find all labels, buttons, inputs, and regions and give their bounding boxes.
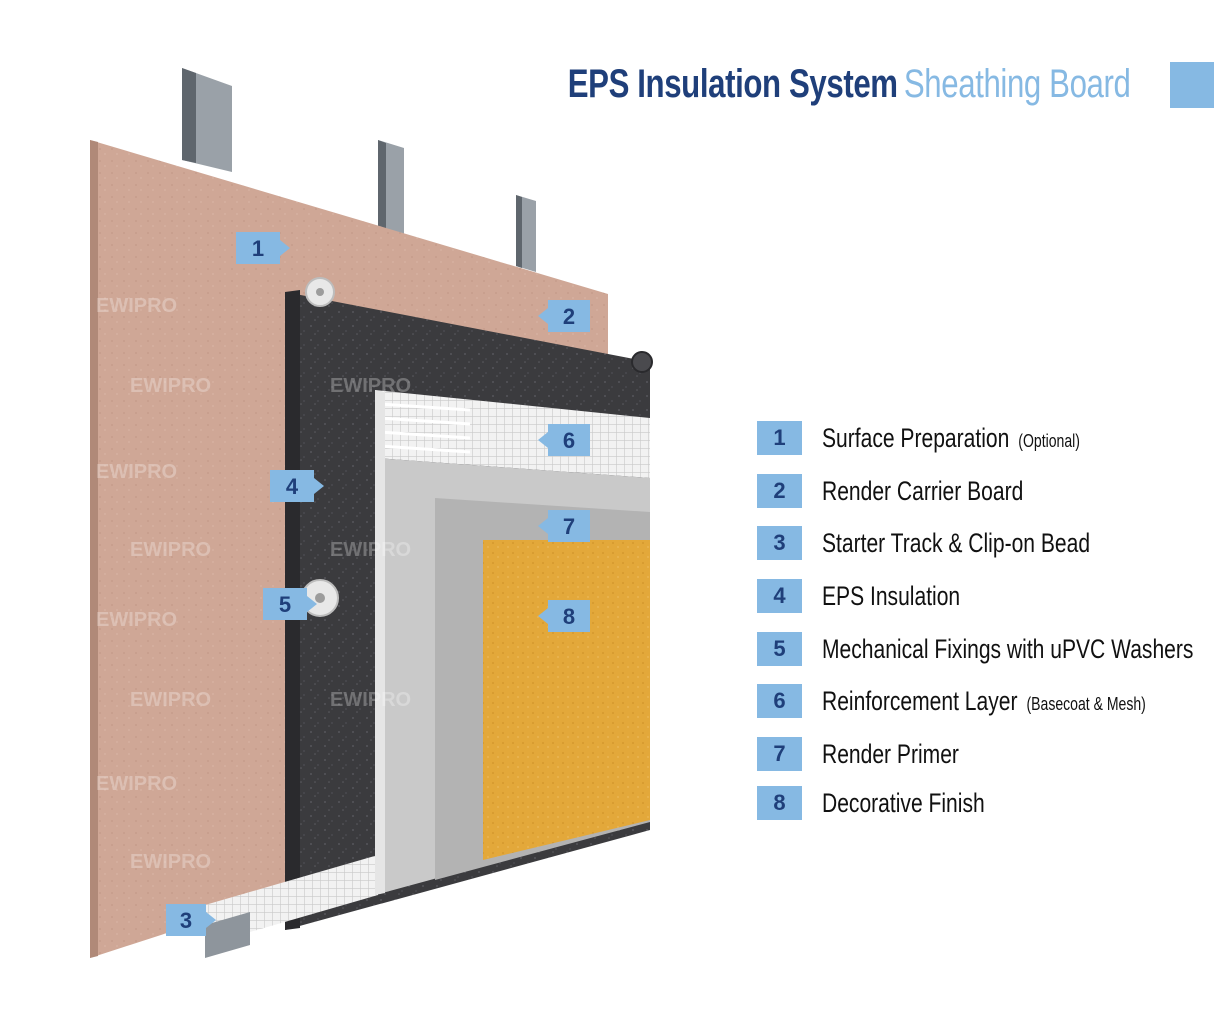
- fixing-washer-top: [305, 277, 335, 307]
- legend-number: 3: [757, 526, 802, 560]
- legend-label: Decorative Finish: [822, 788, 985, 818]
- legend-number: 1: [757, 421, 802, 455]
- svg-text:8: 8: [563, 604, 575, 629]
- svg-text:5: 5: [279, 592, 291, 617]
- watermark-text: EWIPRO: [330, 375, 411, 397]
- legend-label: Reinforcement Layer (Basecoat & Mesh): [822, 686, 1146, 716]
- watermark-text: EWIPRO: [130, 689, 211, 711]
- legend-item-starter-track: 3 Starter Track & Clip-on Bead: [757, 526, 1197, 560]
- svg-text:2: 2: [563, 304, 575, 329]
- legend-item-render-carrier-board: 2 Render Carrier Board: [757, 474, 1197, 508]
- watermark-text: EWIPRO: [96, 295, 177, 317]
- legend-note: (Basecoat & Mesh): [1026, 694, 1146, 714]
- legend-number: 6: [757, 684, 802, 718]
- legend-label: Render Carrier Board: [822, 476, 1024, 506]
- legend-label: EPS Insulation: [822, 581, 961, 611]
- svg-text:7: 7: [563, 514, 575, 539]
- steel-stud-3: [516, 195, 536, 272]
- legend-item-reinforcement-layer: 6 Reinforcement Layer (Basecoat & Mesh): [757, 684, 1197, 718]
- legend-number: 2: [757, 474, 802, 508]
- callout-5: 5: [263, 588, 317, 620]
- title-main: EPS Insulation System: [567, 62, 898, 106]
- watermark-text: EWIPRO: [96, 773, 177, 795]
- title-sub: Sheathing Board: [903, 62, 1130, 106]
- legend-item-render-primer: 7 Render Primer: [757, 737, 1197, 771]
- legend-item-decorative-finish: 8 Decorative Finish: [757, 786, 1197, 820]
- steel-stud-2: [378, 140, 404, 238]
- callout-2: 2: [538, 300, 590, 332]
- watermark-text: EWIPRO: [330, 539, 411, 561]
- svg-text:1: 1: [252, 236, 264, 261]
- svg-text:4: 4: [286, 474, 299, 499]
- legend-number: 4: [757, 579, 802, 613]
- legend-number: 8: [757, 786, 802, 820]
- callout-8: 8: [538, 600, 590, 632]
- title-accent-block: [1170, 62, 1214, 108]
- callout-3: 3: [166, 904, 216, 936]
- watermarks: EWIPRO EWIPRO EWIPRO EWIPRO EWIPRO EWIPR…: [96, 295, 411, 873]
- watermark-text: EWIPRO: [130, 851, 211, 873]
- callout-7: 7: [538, 510, 590, 542]
- legend-note: (Optional): [1018, 431, 1080, 451]
- legend-label: Mechanical Fixings with uPVC Washers: [822, 634, 1194, 664]
- watermark-text: EWIPRO: [330, 689, 411, 711]
- legend-item-mechanical-fixings: 5 Mechanical Fixings with uPVC Washers: [757, 632, 1197, 666]
- watermark-text: EWIPRO: [130, 539, 211, 561]
- legend-number: 7: [757, 737, 802, 771]
- svg-text:6: 6: [563, 428, 575, 453]
- legend-item-surface-preparation: 1 Surface Preparation (Optional): [757, 421, 1197, 455]
- steel-stud-1: [182, 68, 232, 172]
- callout-1: 1: [236, 232, 290, 264]
- legend-label: Starter Track & Clip-on Bead: [822, 528, 1091, 558]
- fixing-washer-right: [631, 351, 653, 373]
- decorative-finish: [483, 540, 650, 860]
- legend-label: Surface Preparation (Optional): [822, 423, 1080, 453]
- legend-number: 5: [757, 632, 802, 666]
- svg-text:3: 3: [180, 908, 192, 933]
- callout-4: 4: [270, 470, 324, 502]
- callout-6: 6: [538, 424, 590, 456]
- starter-track: [205, 855, 378, 958]
- watermark-text: EWIPRO: [96, 609, 177, 631]
- legend-label: Render Primer: [822, 739, 959, 769]
- legend-item-eps-insulation: 4 EPS Insulation: [757, 579, 1197, 613]
- watermark-text: EWIPRO: [130, 375, 211, 397]
- watermark-text: EWIPRO: [96, 461, 177, 483]
- mesh-folds: [379, 402, 471, 454]
